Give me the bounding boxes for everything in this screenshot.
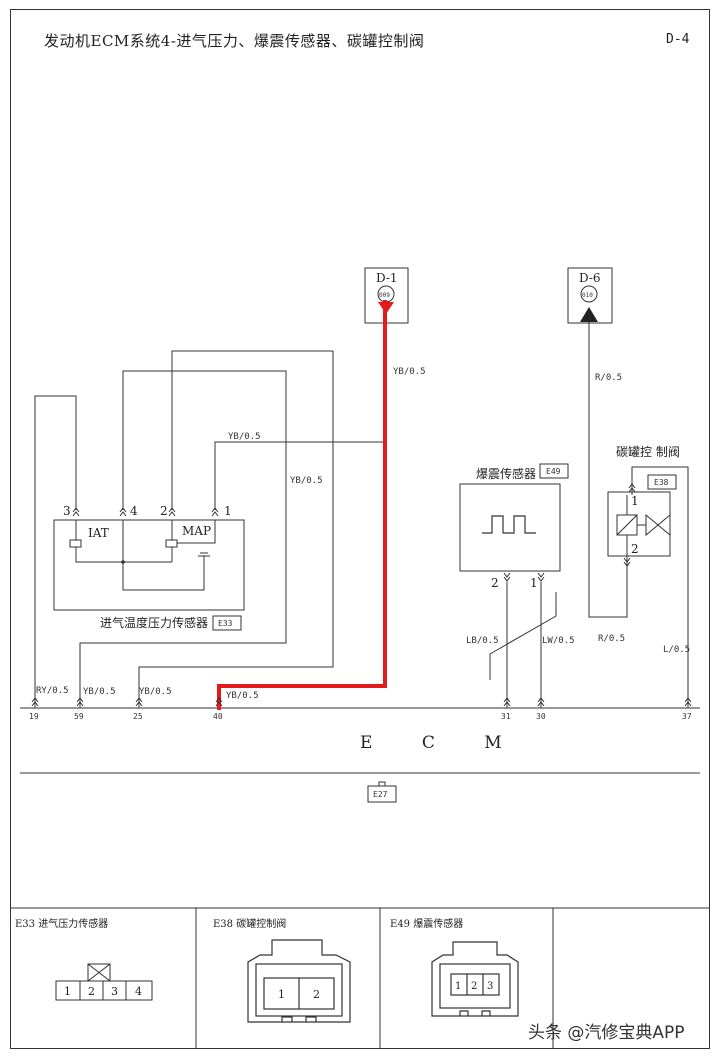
- valve-icon: [645, 513, 671, 537]
- map-sensor-name: 进气温度压力传感器: [100, 615, 208, 630]
- highlighted-wire[interactable]: [217, 300, 387, 710]
- wire-label-r-d6: R/0.5: [595, 373, 622, 383]
- map-pin-2: 2: [160, 504, 168, 518]
- wire-labels: YB/0.5 YB/0.5 YB/0.5 R/0.5 RY/0.5 YB/0.5…: [36, 367, 690, 701]
- square-wave-icon: [482, 515, 536, 534]
- ecm-pin-37: 37: [682, 712, 692, 721]
- knock-sensor-name: 爆震传感器: [476, 466, 536, 481]
- ref-d6-code: 010: [582, 292, 593, 299]
- panel-e33: E33 进气压力传感器 1 2 3 4: [15, 917, 153, 1001]
- panel-e33-title: E33 进气压力传感器: [15, 917, 108, 930]
- ecm-pins: 19 59 25 40 31 30 37: [29, 697, 692, 721]
- panel-e49-title: E49 爆震传感器: [390, 917, 463, 930]
- e38-pin-1: 1: [278, 988, 285, 1001]
- wire-label-yb-25: YB/0.5: [290, 476, 323, 486]
- page-code: D-4: [666, 32, 690, 47]
- panel-e38: E38 碳罐控制阀 1 2: [213, 917, 351, 1023]
- ecm-pin-59: 59: [74, 712, 84, 721]
- ecm-label: E C M: [360, 733, 524, 753]
- knock-pin-1: 1: [530, 576, 538, 590]
- e38-pin-2: 2: [313, 988, 320, 1001]
- ecm-pin-19: 19: [29, 712, 39, 721]
- wire-label-lb: LB/0.5: [466, 636, 499, 646]
- e33-pin-4: 4: [135, 985, 142, 998]
- wire-label-ry-19: RY/0.5: [36, 686, 69, 696]
- knock-sensor[interactable]: 爆震传感器 E49 2 1: [459, 463, 569, 590]
- canister-connector: E38: [654, 478, 669, 487]
- diagram-frame: [10, 9, 710, 1049]
- wire-label-yb-map: YB/0.5: [228, 432, 261, 442]
- map-sensor[interactable]: 3 4 2 1 IAT MAP 进气温度压力传感器 E33: [53, 504, 245, 631]
- map-pin-4: 4: [130, 504, 138, 518]
- page-title: 发动机ECM系统4-进气压力、爆震传感器、碳罐控制阀: [44, 32, 425, 50]
- wire-group: [10, 322, 710, 1048]
- ecm-pin-30: 30: [536, 712, 546, 721]
- wire-label-r-ecm: R/0.5: [598, 634, 625, 644]
- ref-box-d6[interactable]: D-6 010: [567, 267, 613, 324]
- map-label: MAP: [182, 524, 211, 538]
- map-pin-1: 1: [224, 504, 232, 518]
- ref-d1-label: D-1: [376, 271, 398, 285]
- wire-label-yb-59: YB/0.5: [83, 687, 116, 697]
- connector-key-icon: [87, 963, 111, 982]
- canister-valve-name: 碳罐控 制阀: [616, 445, 680, 459]
- ref-d1-code: 009: [379, 292, 390, 299]
- ecm-pin-40: 40: [213, 712, 223, 721]
- ecm-connector-label: E27: [373, 790, 388, 799]
- wire-label-l-37: L/0.5: [663, 645, 690, 655]
- iat-label: IAT: [88, 526, 109, 540]
- up-arrow-icon: [580, 307, 598, 322]
- ref-d6-label: D-6: [579, 271, 601, 285]
- e49-pin-2: 2: [471, 981, 477, 992]
- e49-connector-shape: [431, 941, 519, 1017]
- e33-pin-2: 2: [88, 985, 95, 998]
- canister-pin-1: 1: [631, 494, 639, 508]
- canister-valve[interactable]: 碳罐控 制阀 E38 1 2: [607, 445, 680, 568]
- wire-label-yb-red: YB/0.5: [393, 367, 426, 377]
- wire-label-yb-40: YB/0.5: [226, 691, 259, 701]
- map-pin-3: 3: [63, 504, 71, 518]
- e33-pin-1: 1: [64, 985, 71, 998]
- knock-connector: E49: [546, 467, 561, 476]
- wire-label-yb-25b: YB/0.5: [139, 687, 172, 697]
- e33-pin-3: 3: [111, 985, 118, 998]
- map-connector: E33: [218, 619, 233, 628]
- knock-pin-2: 2: [491, 576, 499, 590]
- canister-pin-2: 2: [631, 542, 639, 556]
- ecm-pin-31: 31: [501, 712, 511, 721]
- ecm-connector[interactable]: E27: [367, 781, 397, 803]
- watermark: 头条 @汽修宝典APP: [528, 1023, 685, 1043]
- e49-pin-3: 3: [487, 981, 493, 992]
- ecm-pin-25: 25: [133, 712, 143, 721]
- panel-e49: E49 爆震传感器 1 2 3: [390, 917, 519, 1017]
- panel-e38-title: E38 碳罐控制阀: [213, 917, 286, 930]
- wire-label-lw: LW/0.5: [542, 636, 575, 646]
- e38-connector-shape: [247, 939, 351, 1023]
- e49-pin-1: 1: [455, 981, 461, 992]
